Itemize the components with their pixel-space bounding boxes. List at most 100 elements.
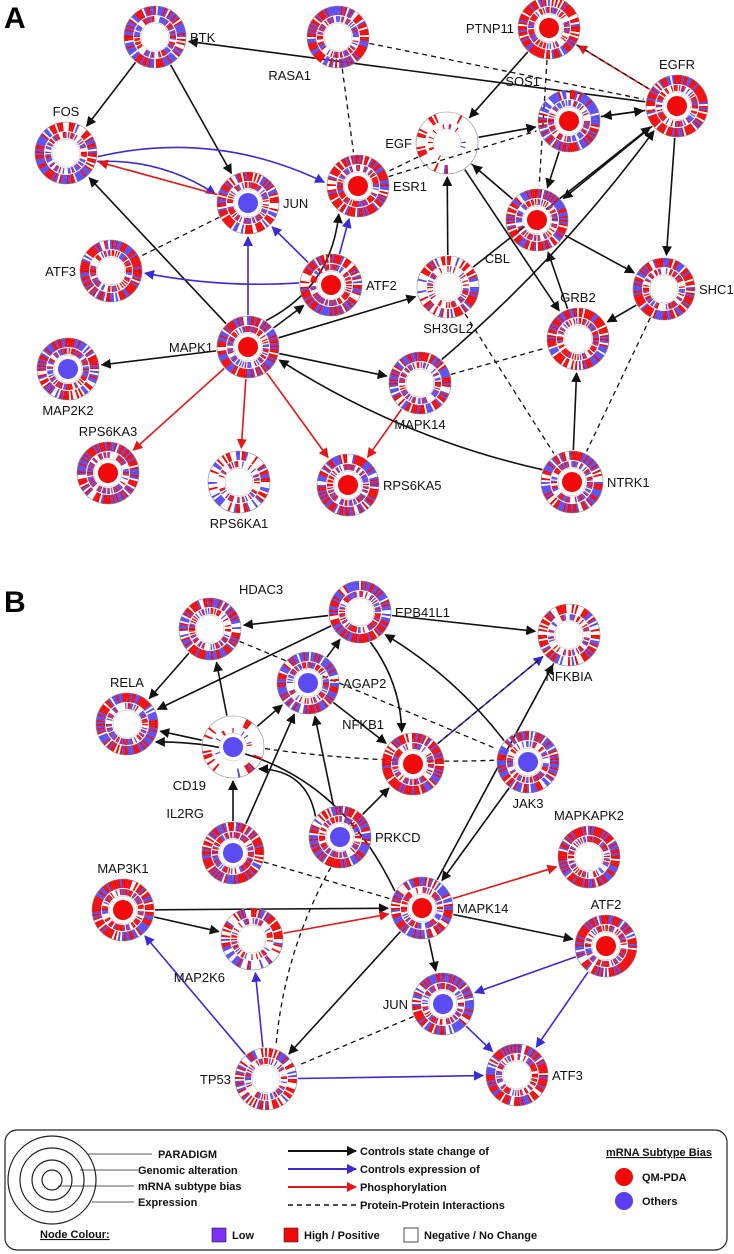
- ring-segment: [136, 901, 143, 905]
- ring-segment: [697, 95, 707, 100]
- ring-segment: [352, 625, 356, 632]
- ring-segment: [549, 763, 559, 767]
- ring-segment: [310, 824, 320, 830]
- ring-segment: [359, 32, 369, 36]
- ring-segment: [251, 863, 261, 870]
- ring-segment: [80, 343, 88, 352]
- ring-segment: [358, 207, 362, 217]
- ring-segment: [227, 195, 234, 199]
- ring-segment: [192, 602, 199, 611]
- ring-segment: [327, 691, 337, 698]
- ring-segment: [379, 181, 389, 185]
- ring-segment: [132, 272, 142, 276]
- ring-segment: [338, 191, 345, 195]
- ring-segment: [396, 749, 403, 755]
- ring-segment: [661, 125, 668, 134]
- ring-segment: [344, 260, 352, 269]
- ring-segment: [357, 165, 359, 172]
- ring-segment: [225, 218, 234, 227]
- ring-segment: [216, 649, 222, 659]
- ring-segment: [229, 832, 232, 839]
- ring-segment: [121, 281, 127, 287]
- ring-segment: [671, 75, 675, 85]
- ring-segment: [648, 273, 654, 279]
- ring-segment: [344, 57, 350, 67]
- ring-segment: [620, 943, 627, 945]
- ring-segment: [332, 51, 336, 58]
- node-outline: [95, 692, 159, 756]
- ring-segment: [404, 393, 410, 399]
- node-outline: [328, 580, 392, 644]
- node-label: RPS6KA3: [79, 424, 138, 439]
- ring-segment: [643, 284, 650, 287]
- ring-segment: [349, 55, 356, 64]
- ring-segment: [331, 470, 338, 476]
- ring-segment: [47, 385, 55, 394]
- ring-segment: [417, 362, 420, 369]
- ring-segment: [469, 287, 479, 290]
- ring-segment: [77, 477, 87, 482]
- ring-segment: [529, 189, 534, 199]
- ring-segment: [110, 892, 115, 899]
- ring-segment: [125, 272, 132, 274]
- ring-segment: [333, 496, 339, 502]
- ring-segment: [176, 30, 186, 34]
- ring-segment: [346, 583, 352, 593]
- ring-segment: [538, 772, 544, 778]
- ring-segment: [620, 938, 627, 942]
- ring-segment: [174, 22, 184, 29]
- ring-segment: [353, 843, 360, 847]
- ring-segment: [564, 358, 570, 368]
- ring-segment: [168, 27, 175, 31]
- ring-segment: [618, 953, 625, 958]
- ring-segment: [673, 272, 679, 278]
- ring-segment: [654, 258, 659, 269]
- ring-segment: [368, 631, 374, 641]
- ring-segment: [680, 75, 685, 85]
- ring-segment: [606, 960, 609, 967]
- ring-segment: [341, 294, 348, 300]
- ring-segment: [533, 782, 538, 793]
- ring-segment: [327, 479, 334, 482]
- ring-segment: [416, 922, 420, 929]
- ring-segment: [309, 834, 319, 837]
- ring-segment: [426, 780, 434, 789]
- ring-segment: [48, 360, 55, 364]
- edge-state-egfr-shc1: [662, 137, 676, 257]
- ring-segment: [239, 823, 245, 833]
- ring-segment: [356, 207, 360, 217]
- ring-segment: [141, 724, 148, 726]
- ring-segment: [557, 340, 564, 342]
- ring-segment: [318, 28, 325, 32]
- ring-segment: [562, 3, 570, 12]
- ring-segment: [134, 32, 141, 35]
- ring-segment: [47, 370, 54, 372]
- ring-segment: [389, 376, 399, 380]
- ring-segment: [371, 177, 378, 181]
- ring-segment: [296, 703, 302, 713]
- ring-segment: [383, 770, 393, 775]
- ring-segment: [369, 159, 376, 168]
- node-outline: [574, 914, 638, 978]
- ring-segment: [153, 6, 157, 16]
- ring-segment: [230, 832, 233, 839]
- ring-segment: [561, 604, 566, 614]
- ring-segment: [363, 499, 372, 507]
- ring-segment: [232, 728, 234, 734]
- ring-segment: [217, 200, 227, 203]
- ring-segment: [516, 218, 523, 220]
- ring-segment: [646, 101, 656, 105]
- ring-segment: [339, 304, 345, 314]
- ring-segment: [634, 278, 644, 283]
- ring-segment: [81, 360, 88, 364]
- ring-segment: [191, 617, 198, 622]
- ring-segment: [99, 924, 108, 932]
- ring-segment: [264, 359, 274, 367]
- ring-segment: [322, 686, 329, 689]
- ring-segment: [432, 400, 440, 409]
- ring-segment: [593, 837, 597, 844]
- ring-segment: [532, 775, 536, 782]
- ring-segment: [261, 322, 269, 331]
- ring-segment: [133, 744, 139, 754]
- ring-segment: [553, 140, 560, 149]
